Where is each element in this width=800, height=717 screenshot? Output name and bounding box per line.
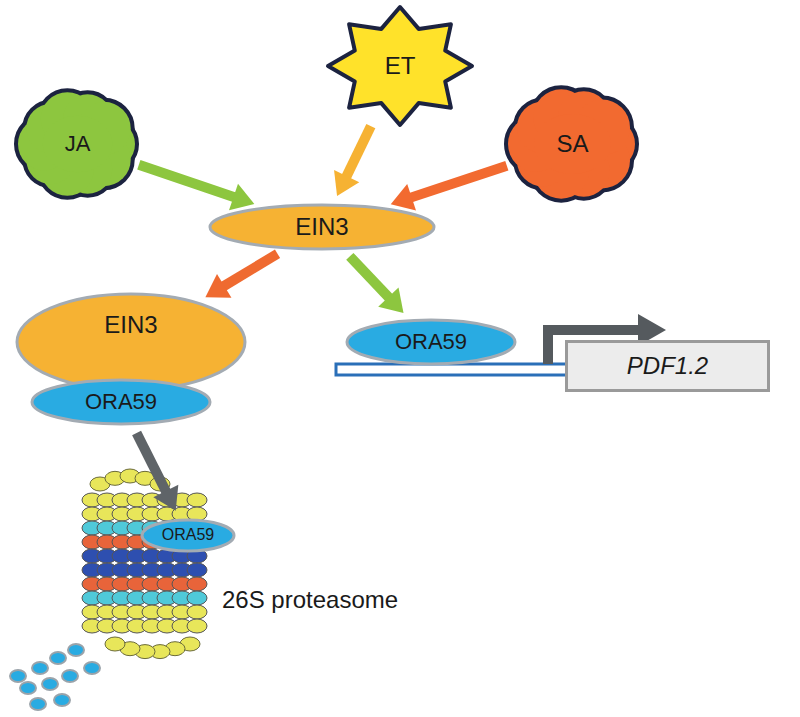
arrow-connector — [205, 254, 277, 298]
proteasome — [82, 469, 207, 659]
hormone-star: ET — [325, 4, 475, 128]
node-text: ORA59 — [395, 330, 467, 354]
peptide-fragments — [10, 644, 100, 710]
node-text: EIN3 — [104, 312, 157, 338]
node-text: EIN3 — [295, 214, 348, 240]
ellipse-outline — [15, 292, 247, 392]
dna-strand — [336, 364, 570, 375]
protein-ellipse: ORA59 — [30, 378, 212, 426]
node-text: PDF1.2 — [627, 353, 708, 379]
node-text: ORA59 — [85, 390, 157, 414]
node-text: JA — [65, 132, 91, 156]
protein-ellipse: ORA59 — [345, 318, 517, 366]
arrow-connector — [350, 256, 404, 313]
protein-ellipse: ORA59 — [140, 518, 236, 553]
node-text: ORA59 — [162, 526, 214, 544]
arrow-connector — [334, 126, 371, 196]
node-text: SA — [556, 131, 588, 157]
arrow-connector — [139, 165, 254, 210]
protein-ellipse: EIN3 — [208, 203, 436, 251]
hormone-cloud: SA — [505, 85, 640, 203]
arrow-connector — [137, 433, 179, 511]
gene-box: PDF1.2 — [565, 340, 770, 392]
part-label: 26S proteasome — [222, 586, 398, 614]
protein-ellipse: EIN3 — [15, 292, 247, 392]
node-text: ET — [385, 53, 416, 79]
hormone-cloud: JA — [15, 88, 140, 200]
arrow-connector — [391, 166, 507, 211]
